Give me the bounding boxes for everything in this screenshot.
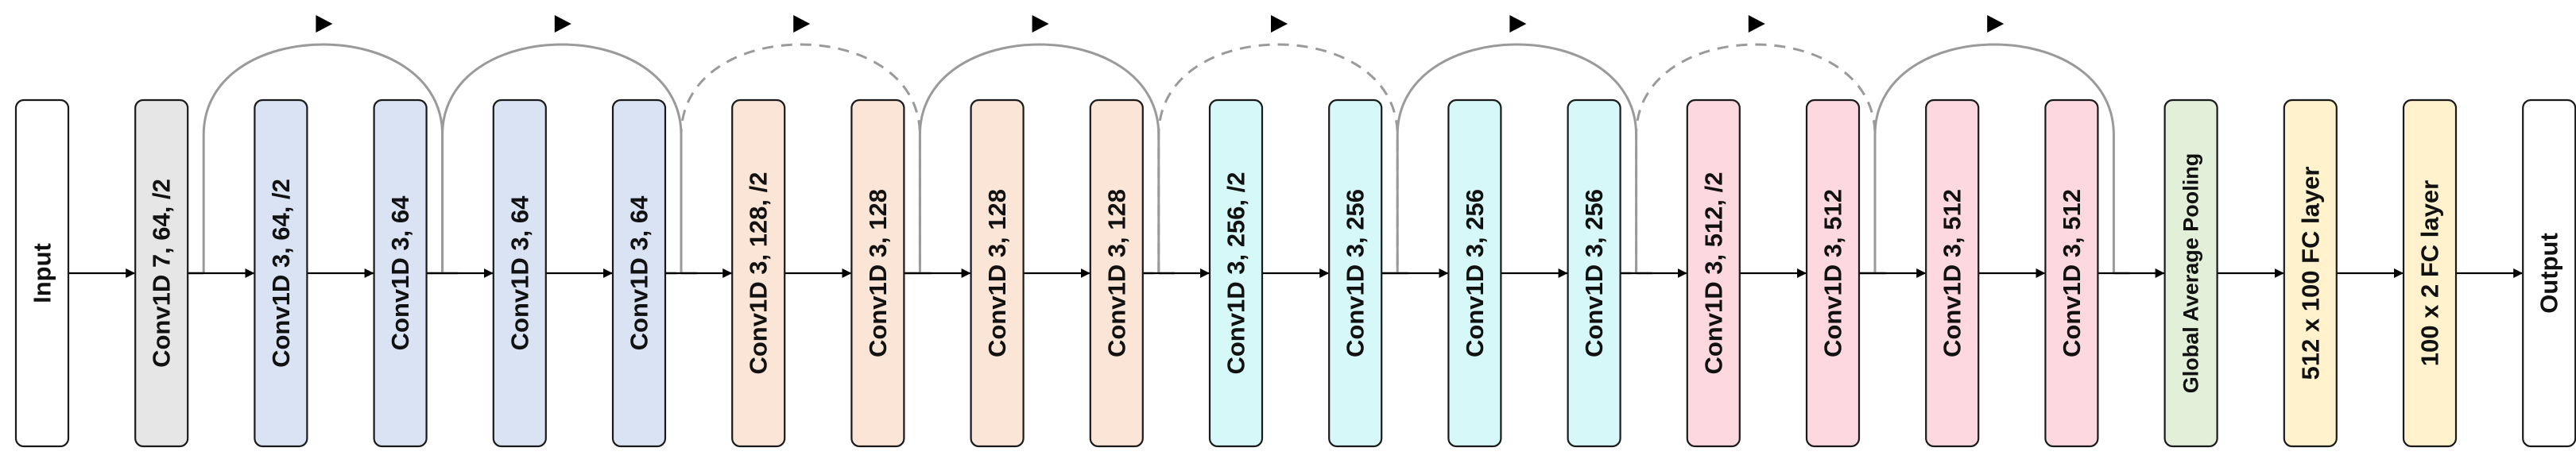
block-label: Input [29, 243, 56, 303]
block-box [2163, 98, 2218, 448]
block-label: Conv1D 3, 128 [1102, 189, 1130, 357]
block-label: Conv1D 3, 512 [1939, 189, 1966, 357]
block-box [970, 98, 1025, 448]
block-label: Conv1D 3, 64 [626, 195, 653, 350]
block-box [492, 98, 547, 448]
block-label: Conv1D 3, 512 [2058, 189, 2086, 357]
block-label: Conv1D 3, 256 [1580, 189, 1608, 357]
block-label: Conv1D 3, 128, /2 [745, 172, 773, 374]
skip-arc [1157, 43, 1399, 273]
block-11: Conv1D 3, 256, /2 [1208, 98, 1264, 448]
skip-arc [680, 43, 921, 273]
block-label: Conv1D 3, 128 [983, 189, 1011, 357]
block-8: Conv1D 3, 128 [850, 98, 905, 448]
block-box [2044, 98, 2099, 448]
block-3: Conv1D 3, 64, /2 [254, 98, 308, 448]
block-box [14, 98, 70, 448]
block-label: Conv1D 3, 256 [1461, 189, 1489, 357]
skip-arc [1635, 43, 1877, 273]
block-box [1925, 98, 1980, 448]
block-label: Conv1D 3, 64 [506, 195, 533, 350]
block-box [611, 98, 667, 448]
block-label: Conv1D 3, 512, /2 [1699, 172, 1727, 374]
block-label: Conv1D 3, 256, /2 [1222, 172, 1250, 374]
block-2: Conv1D 7, 64, /2 [134, 98, 189, 448]
block-box [1567, 98, 1621, 448]
skip-arrowhead [554, 15, 571, 33]
block-label: 100 x 2 FC layer [2416, 180, 2444, 366]
skip-arc [202, 43, 444, 273]
block-box [1208, 98, 1264, 448]
block-label: Conv1D 3, 512 [1819, 189, 1847, 357]
skip-arrowhead [1271, 15, 1288, 33]
block-1: Input [14, 98, 70, 448]
block-10: Conv1D 3, 128 [1089, 98, 1144, 448]
block-label: Conv1D 3, 256 [1342, 189, 1369, 357]
block-5: Conv1D 3, 64 [492, 98, 547, 448]
block-4: Conv1D 3, 64 [373, 98, 428, 448]
block-box [850, 98, 905, 448]
block-14: Conv1D 3, 256 [1567, 98, 1621, 448]
block-15: Conv1D 3, 512, /2 [1686, 98, 1741, 448]
block-box [1686, 98, 1741, 448]
block-17: Conv1D 3, 512 [1925, 98, 1980, 448]
block-9: Conv1D 3, 128 [970, 98, 1025, 448]
block-box [1805, 98, 1861, 448]
skip-arrowhead [1748, 15, 1765, 33]
block-box [2522, 98, 2576, 448]
block-label: Conv1D 3, 128 [864, 189, 892, 357]
block-box [254, 98, 308, 448]
block-box [2283, 98, 2338, 448]
block-box [2402, 98, 2458, 448]
skip-arrowhead [1509, 15, 1527, 33]
blocks: Input Conv1D 7, 64, /2 Conv1D 3, 64, /2 Con… [14, 98, 2576, 448]
block-box [373, 98, 428, 448]
block-19: Global Average Pooling [2163, 98, 2218, 448]
skip-arc [918, 43, 1160, 273]
block-21: 100 x 2 FC layer [2402, 98, 2458, 448]
block-box [1447, 98, 1502, 448]
skip-arc [1873, 43, 2115, 273]
block-7: Conv1D 3, 128, /2 [731, 98, 786, 448]
block-label: 512 x 100 FC layer [2296, 167, 2324, 380]
skip-arrowhead [793, 15, 811, 33]
skip-arrowhead [316, 15, 333, 33]
block-label: Output [2535, 233, 2563, 314]
block-box [1328, 98, 1383, 448]
skip-arrowhead [1987, 15, 2005, 33]
block-label: Conv1D 3, 64 [386, 195, 414, 350]
block-label: Global Average Pooling [2179, 153, 2203, 394]
block-6: Conv1D 3, 64 [611, 98, 667, 448]
skip-arc [441, 43, 683, 273]
skip-arc [1396, 43, 1638, 273]
skip-arrowhead [1032, 15, 1049, 33]
block-label: Conv1D 3, 64, /2 [267, 179, 295, 368]
block-13: Conv1D 3, 256 [1447, 98, 1502, 448]
block-box [1089, 98, 1144, 448]
block-label: Conv1D 7, 64, /2 [148, 179, 176, 368]
block-12: Conv1D 3, 256 [1328, 98, 1383, 448]
block-18: Conv1D 3, 512 [2044, 98, 2099, 448]
block-22: Output [2522, 98, 2576, 448]
block-20: 512 x 100 FC layer [2283, 98, 2338, 448]
block-box [731, 98, 786, 448]
block-16: Conv1D 3, 512 [1805, 98, 1861, 448]
block-box [134, 98, 189, 448]
